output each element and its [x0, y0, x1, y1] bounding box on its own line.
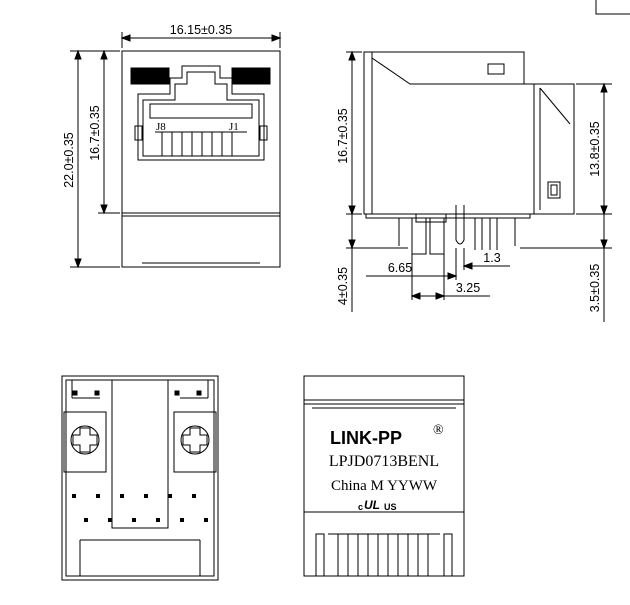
- mounting-peg-left: [63, 411, 107, 473]
- cert-mark: c UL US: [358, 498, 397, 512]
- cert-mark-c: c: [358, 502, 363, 512]
- inner-height-dim-label: 16.7±0.35: [88, 105, 102, 161]
- right-height-dim-label: 13.8±0.35: [588, 121, 602, 177]
- pin-dim-b-label: 1.3: [483, 251, 500, 265]
- width-dim-label: 16.15±0.35: [170, 23, 233, 37]
- right-lead-dim-label: 3.5±0.35: [588, 264, 602, 313]
- jack-opening: [137, 65, 265, 161]
- cert-mark-us: US: [384, 502, 397, 512]
- top-view: LINK-PP ® LPJD0713BENL China M YYWW c UL…: [303, 375, 465, 577]
- top-outline: [303, 375, 465, 577]
- outer-height-dim-label: 22.0±0.35: [62, 132, 76, 188]
- side-body: [363, 51, 535, 215]
- origin-date-label: China M YYWW: [331, 478, 438, 494]
- cert-mark-ul: UL: [364, 498, 380, 512]
- pin-label-j1: J1: [229, 121, 239, 133]
- front-view: J8 J1 16.15±0.35 22.0±0.35 16.7±0.35: [62, 23, 282, 269]
- side-height-dim-label: 16.7±0.35: [336, 108, 350, 164]
- part-number-label: LPJD0713BENL: [329, 453, 439, 470]
- pin-holes: [72, 494, 208, 522]
- contact-pins: [155, 131, 247, 156]
- pin-label-j8: J8: [156, 121, 166, 133]
- frame-corner: [595, 0, 630, 15]
- pin-dim-a-label: 6.65: [388, 261, 412, 275]
- top-pins: [315, 533, 453, 577]
- led-right: [231, 67, 271, 85]
- bottom-outline: [61, 375, 219, 581]
- mounting-peg-right: [173, 411, 217, 473]
- pin-dim-c-label: 3.25: [456, 281, 480, 295]
- front-outline: [121, 50, 281, 268]
- bottom-view: [61, 375, 219, 581]
- registered-mark: ®: [433, 423, 444, 438]
- side-view: 16.7±0.35 13.8±0.35 3.5±0.35 4±0.35 6.65…: [336, 50, 612, 322]
- left-lead-dim-label: 4±0.35: [336, 267, 350, 305]
- side-board-lock: [455, 205, 465, 245]
- brand-label: LINK-PP: [330, 428, 402, 448]
- led-left: [130, 67, 170, 85]
- side-post: [411, 217, 427, 255]
